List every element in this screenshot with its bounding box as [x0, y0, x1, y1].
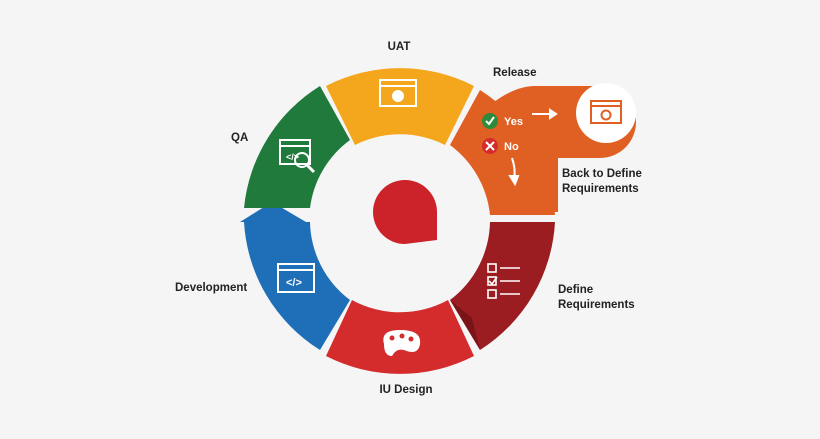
no-x-icon — [482, 138, 498, 154]
label-back-line2: Requirements — [562, 183, 639, 195]
label-back-to-define: Back to Define Requirements — [562, 167, 642, 197]
browser-check-icon — [590, 100, 622, 124]
label-release: Release — [493, 67, 537, 79]
palette-icon — [383, 330, 421, 356]
label-yes: Yes — [504, 116, 523, 128]
label-back-line1: Back to Define — [562, 168, 642, 180]
checklist-icon — [487, 263, 520, 299]
segment-define-flap — [450, 300, 480, 350]
label-define-line1: Define — [558, 284, 594, 296]
label-uat: UAT — [387, 41, 411, 53]
segment-define — [450, 222, 555, 350]
browser-code-icon: </> — [277, 263, 315, 293]
code-magnifier-icon: </> — [279, 139, 316, 174]
label-qa: QA — [231, 132, 249, 144]
label-development: Development — [175, 282, 248, 294]
arrow-down-icon — [508, 157, 520, 187]
label-no: No — [504, 141, 519, 153]
segment-release — [450, 90, 555, 215]
label-iu-design: IU Design — [379, 384, 433, 396]
browser-apple-icon — [379, 79, 417, 107]
arrow-right-icon — [532, 108, 558, 120]
svg-text:</>: </> — [286, 152, 299, 162]
yes-check-icon — [482, 113, 498, 129]
label-define-line2: Requirements — [558, 299, 635, 311]
segment-development — [244, 222, 350, 350]
svg-text:</>: </> — [286, 277, 302, 289]
label-define-requirements: Define Requirements — [558, 283, 635, 313]
segment-development-arrow — [240, 202, 306, 222]
release-icon-circle — [576, 83, 636, 143]
drop-logo-icon — [373, 180, 437, 244]
